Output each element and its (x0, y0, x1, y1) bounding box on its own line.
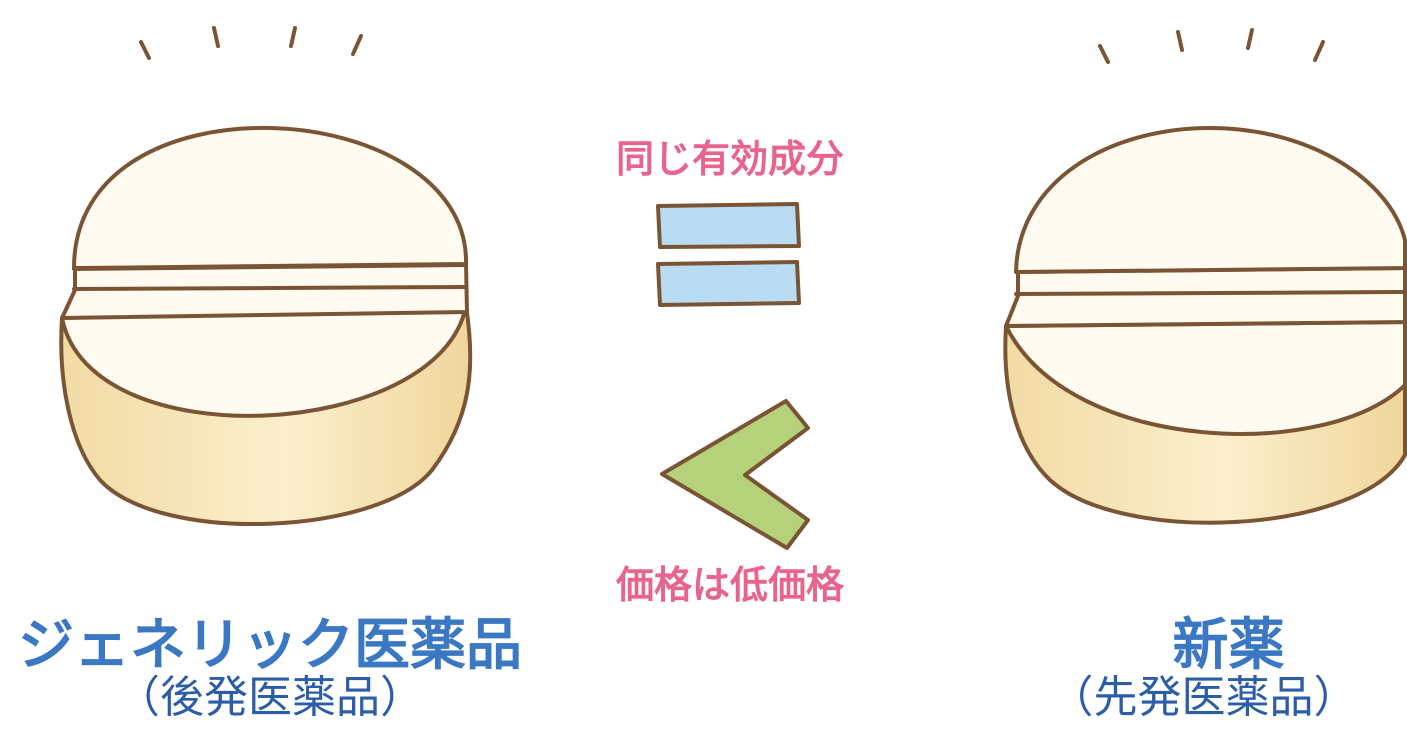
generic-drug-title: ジェネリック医薬品 (18, 613, 522, 678)
sparkle-lines-icon (139, 26, 363, 60)
generic-drug-subtitle: （後発医薬品） (116, 672, 424, 723)
price-low-label: 価格は低価格 (615, 563, 844, 607)
less-than-sign-icon (660, 399, 810, 550)
same-ingredient-label: 同じ有効成分 (615, 137, 844, 181)
brand-drug-title: 新薬 (1172, 613, 1285, 678)
equals-sign-icon (656, 202, 801, 307)
sparkle-lines-icon (1098, 28, 1325, 64)
generic-pill-icon (59, 26, 473, 527)
brand-drug-subtitle: （先発医薬品） (1049, 672, 1358, 723)
brand-pill-icon (1003, 28, 1407, 525)
